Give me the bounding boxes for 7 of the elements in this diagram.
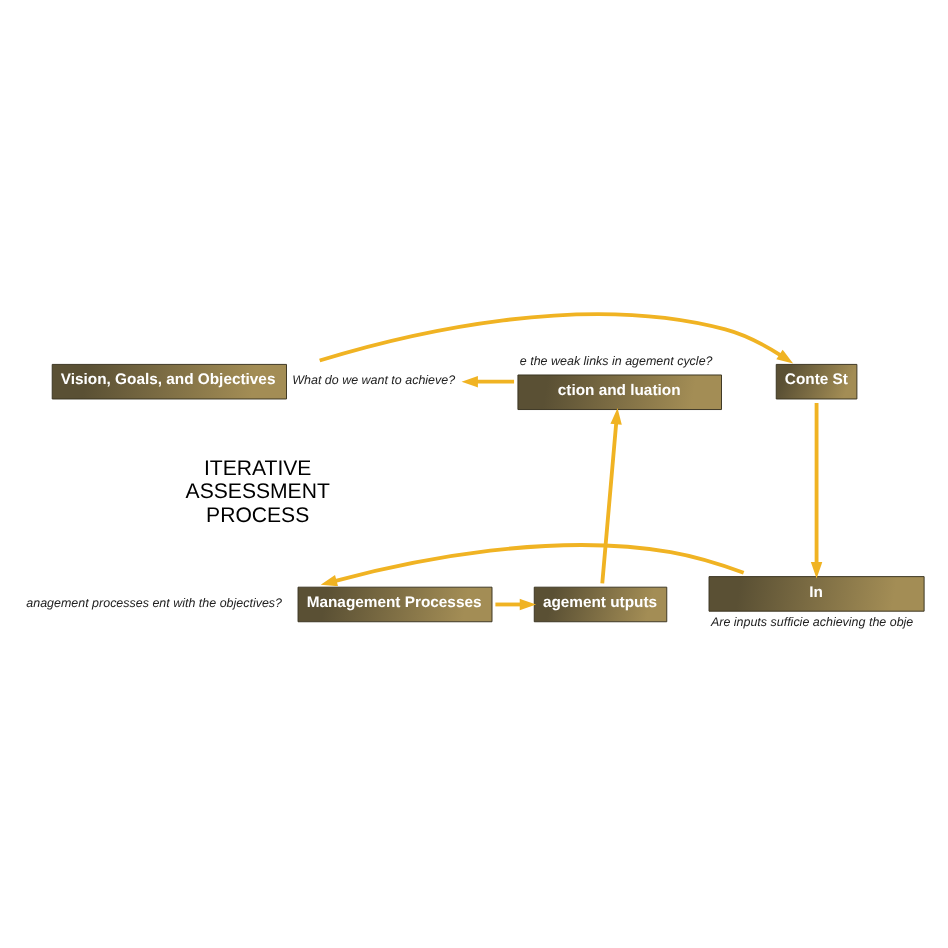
arrow [319,311,794,363]
label: ITERATIVE ASSESSMENT PROCESS [185,456,330,527]
arrow [320,542,745,586]
arrow [495,597,537,610]
arrow [810,402,823,578]
arrow [461,374,515,387]
arrow [600,407,622,583]
